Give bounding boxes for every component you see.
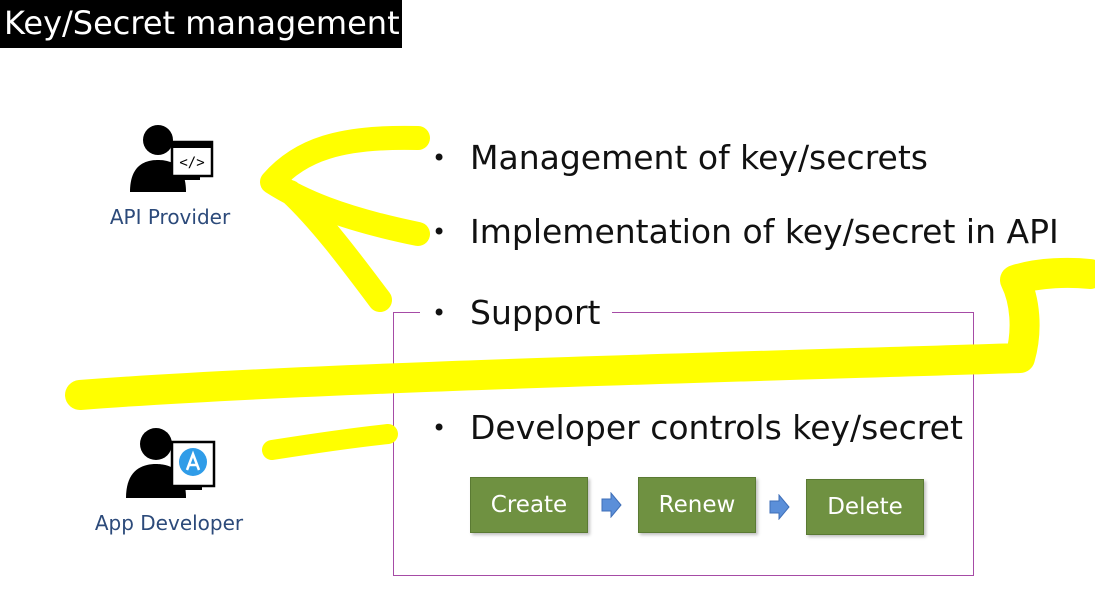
arrow-right-icon bbox=[601, 492, 622, 518]
app-developer-persona: App Developer bbox=[88, 424, 250, 535]
bullet-dot: • bbox=[432, 298, 447, 327]
bullet-implementation-text: Implementation of key/secret in API bbox=[470, 212, 1059, 251]
bullet-developer-controls: • Developer controls key/secret bbox=[432, 408, 963, 447]
step-renew-label: Renew bbox=[658, 492, 736, 518]
bullet-dot: • bbox=[432, 143, 447, 172]
highlight-short-stroke bbox=[262, 424, 398, 460]
bullet-implementation: • Implementation of key/secret in API bbox=[432, 212, 1059, 251]
bullet-developer-controls-text: Developer controls key/secret bbox=[470, 408, 963, 447]
step-renew: Renew bbox=[638, 477, 756, 533]
slide-title: Key/Secret management bbox=[0, 0, 402, 48]
step-create-label: Create bbox=[490, 492, 568, 518]
bullet-support-text: Support bbox=[470, 293, 601, 332]
bullet-management-text: Management of key/secrets bbox=[470, 138, 928, 177]
bullet-dot: • bbox=[432, 217, 447, 246]
api-provider-label: API Provider bbox=[109, 205, 231, 229]
bullet-dot: • bbox=[432, 413, 447, 442]
arrow-right-icon bbox=[769, 494, 790, 520]
api-provider-persona: </> API Provider bbox=[100, 122, 240, 229]
api-provider-icon: </> bbox=[130, 125, 214, 192]
app-developer-icon bbox=[126, 428, 216, 498]
step-create: Create bbox=[470, 477, 588, 533]
svg-text:</>: </> bbox=[179, 155, 204, 171]
step-delete-label: Delete bbox=[827, 494, 903, 520]
bullet-support: • Support bbox=[420, 293, 613, 332]
bullet-management: • Management of key/secrets bbox=[432, 138, 928, 177]
highlight-bracket-provider bbox=[260, 125, 430, 312]
step-delete: Delete bbox=[806, 479, 924, 535]
app-developer-label: App Developer bbox=[94, 511, 244, 535]
